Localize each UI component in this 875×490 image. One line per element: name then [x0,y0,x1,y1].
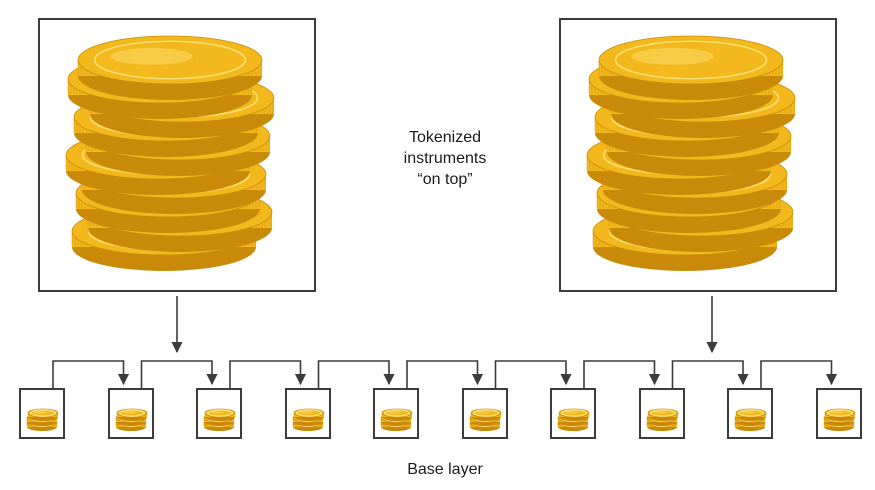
gold-coin-stack-icon [26,408,59,431]
gold-coin-stack-icon [115,408,147,431]
chain-link-arrow [583,360,661,388]
chain-link-arrow [494,360,572,388]
base-token-box [196,388,242,439]
base-token-box [373,388,419,439]
top-label-line-1: Tokenized [408,129,482,146]
base-token-box [727,388,773,439]
top-layer-label: Tokenized instruments “on top” [360,127,530,190]
gold-coin-stack-icon [469,408,501,431]
chain-link-arrow [317,360,395,388]
tokenized-instrument-box-left [38,18,316,292]
chain-link-arrow [229,360,307,388]
chain-link-arrow [140,360,218,388]
base-token-box [19,388,65,439]
gold-coin-stack-icon [557,408,590,431]
chain-link-arrow [671,360,749,388]
base-token-box [638,388,685,439]
gold-coin-stack-icon [203,408,236,431]
top-label-line-2: instruments [403,150,487,167]
gold-coin-stack-icon [646,408,678,431]
chain-link-arrow [52,360,130,388]
top-label-line-3: “on top” [417,171,473,188]
gold-coin-stack-icon [586,35,796,271]
base-token-box [284,388,331,439]
tokenized-instrument-box-right [559,18,837,292]
base-token-box [550,388,596,439]
gold-coin-stack-icon [65,35,275,271]
gold-coin-stack-icon [823,408,855,431]
base-token-box [107,388,154,439]
chain-link-arrow [760,360,838,388]
gold-coin-stack-icon [380,408,413,431]
gold-coin-stack-icon [734,408,767,431]
gold-coin-stack-icon [292,408,324,431]
base-token-box [815,388,862,439]
chain-link-arrow [406,360,484,388]
base-layer-label: Base layer [407,461,483,478]
base-token-box [461,388,508,439]
